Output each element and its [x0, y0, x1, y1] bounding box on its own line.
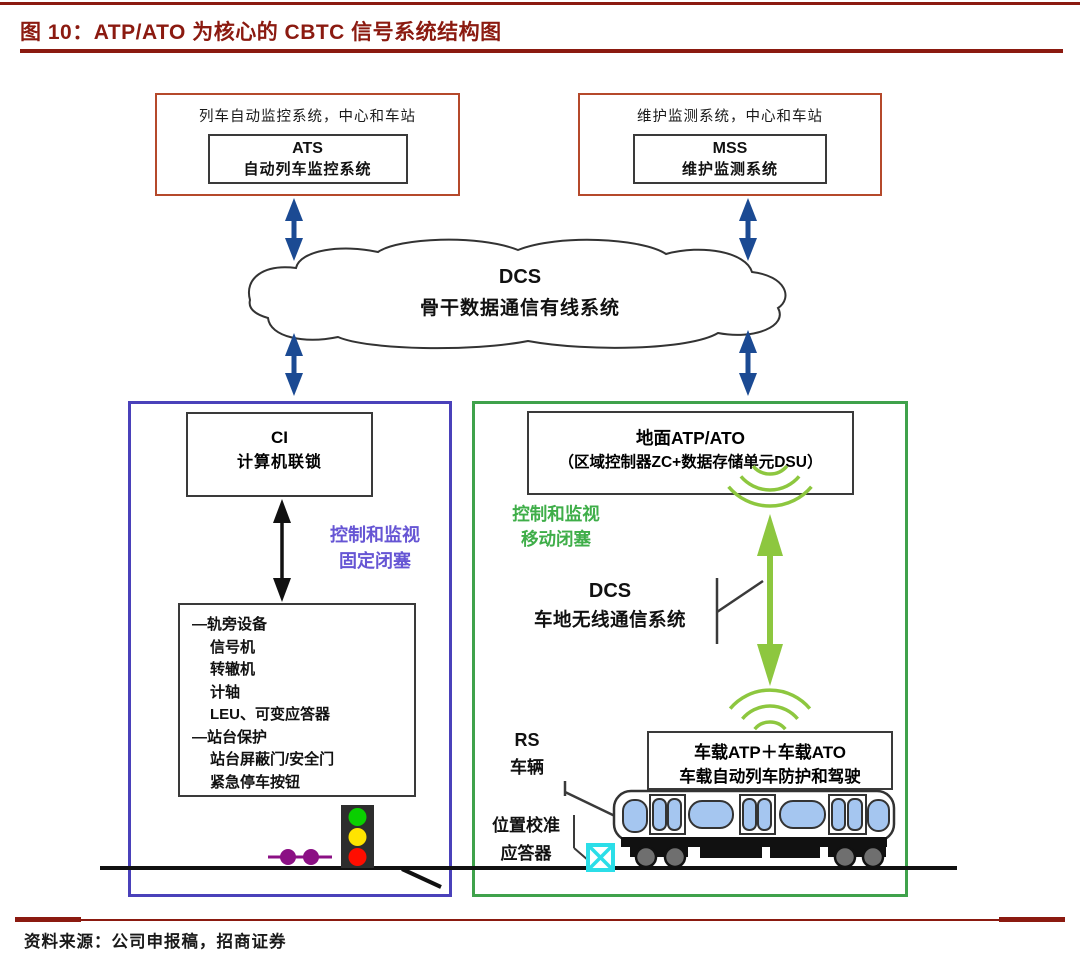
dcs-radio-abbr: DCS: [588, 580, 632, 602]
trackside-item: 站台屏蔽门/安全门: [210, 751, 335, 768]
dcs-cloud-name: 骨干数据通信有线系统: [419, 298, 620, 319]
trackside-item: 信号机: [210, 638, 256, 656]
atp-ato-subsystem-frame: [472, 401, 908, 897]
trackside-item: LEU、可变应答器: [210, 706, 331, 723]
bottom-rule: [15, 919, 1065, 921]
moving-block-note-line1: 控制和监视: [512, 504, 600, 524]
arrow-mss-dcs: [739, 198, 757, 261]
ats-outer-box: 列车自动监控系统，中心和车站 ATS 自动列车监控系统: [155, 93, 460, 196]
source-note: 资料来源：公司申报稿，招商证券: [24, 933, 287, 951]
ground-atp-line1: 地面ATP/ATO: [636, 428, 745, 448]
balise-label-line1: 位置校准: [492, 816, 560, 835]
figure-title: 图 10：ATP/ATO 为核心的 CBTC 信号系统结构图: [20, 21, 502, 44]
dcs-radio-label: DCS 车地无线通信系统: [505, 580, 715, 632]
bottom-rule-right-cap: [999, 917, 1065, 922]
moving-block-note-line2: 移动闭塞: [521, 529, 591, 549]
trackside-item: 紧急停车按钮: [210, 773, 301, 791]
mss-outer-box: 维护监测系统，中心和车站 MSS 维护监测系统: [578, 93, 882, 196]
mss-inner-box: MSS 维护监测系统: [633, 134, 827, 184]
title-underline: [20, 49, 1063, 53]
ats-abbr: ATS: [292, 140, 323, 157]
ats-inner-box: ATS 自动列车监控系统: [207, 134, 408, 184]
rs-label-line2: 车辆: [510, 758, 544, 777]
onboard-atp-ato-box: 车载ATP＋车载ATO 车载自动列车防护和驾驶: [647, 731, 893, 790]
balise-label: 位置校准 应答器: [478, 811, 574, 864]
mss-caption: 维护监测系统，中心和车站: [637, 109, 823, 125]
trackside-item: —站台保护: [192, 728, 268, 746]
mss-name: 维护监测系统: [681, 161, 778, 178]
bottom-rule-left-cap: [15, 917, 81, 922]
dcs-cloud-abbr: DCS: [498, 266, 542, 288]
trackside-equipment-box: —轨旁设备 信号机 转辙机 计轴 LEU、可变应答器 —站台保护 站台屏蔽门/安…: [178, 603, 416, 797]
trackside-item: —轨旁设备: [192, 616, 268, 633]
onboard-line2: 车载自动列车防护和驾驶: [679, 768, 861, 786]
dcs-radio-name: 车地无线通信系统: [533, 609, 686, 630]
ci-abbr: CI: [271, 428, 288, 447]
moving-block-note: 控制和监视 移动闭塞: [494, 502, 618, 552]
trackside-item: 转辙机: [210, 661, 256, 678]
balise-label-line2: 应答器: [500, 844, 552, 863]
fixed-block-note: 控制和监视 固定闭塞: [310, 522, 440, 574]
mss-abbr: MSS: [712, 140, 748, 157]
fixed-block-note-line1: 控制和监视: [330, 525, 420, 545]
dcs-cloud-label: DCS 骨干数据通信有线系统: [360, 266, 680, 320]
fixed-block-note-line2: 固定闭塞: [339, 551, 411, 571]
ci-name: 计算机联锁: [236, 454, 322, 471]
onboard-line1: 车载ATP＋车载ATO: [693, 743, 847, 762]
ci-box: CI 计算机联锁: [186, 412, 373, 497]
ground-atp-line2: （区域控制器ZC+数据存储单元DSU）: [558, 454, 823, 471]
ats-name: 自动列车监控系统: [243, 161, 372, 178]
rs-vehicle-label: RS 车辆: [495, 730, 559, 778]
top-rule: [0, 2, 1080, 5]
trackside-item: 计轴: [210, 683, 241, 701]
arrow-ats-dcs: [285, 198, 303, 261]
arrow-dcs-ci: [285, 333, 303, 396]
ats-caption: 列车自动监控系统，中心和车站: [199, 109, 416, 125]
ground-atp-ato-box: 地面ATP/ATO （区域控制器ZC+数据存储单元DSU）: [527, 411, 854, 495]
arrow-dcs-ground-atp: [739, 330, 757, 396]
interlocking-subsystem-frame: [128, 401, 452, 897]
rs-label-line1: RS: [514, 730, 540, 750]
